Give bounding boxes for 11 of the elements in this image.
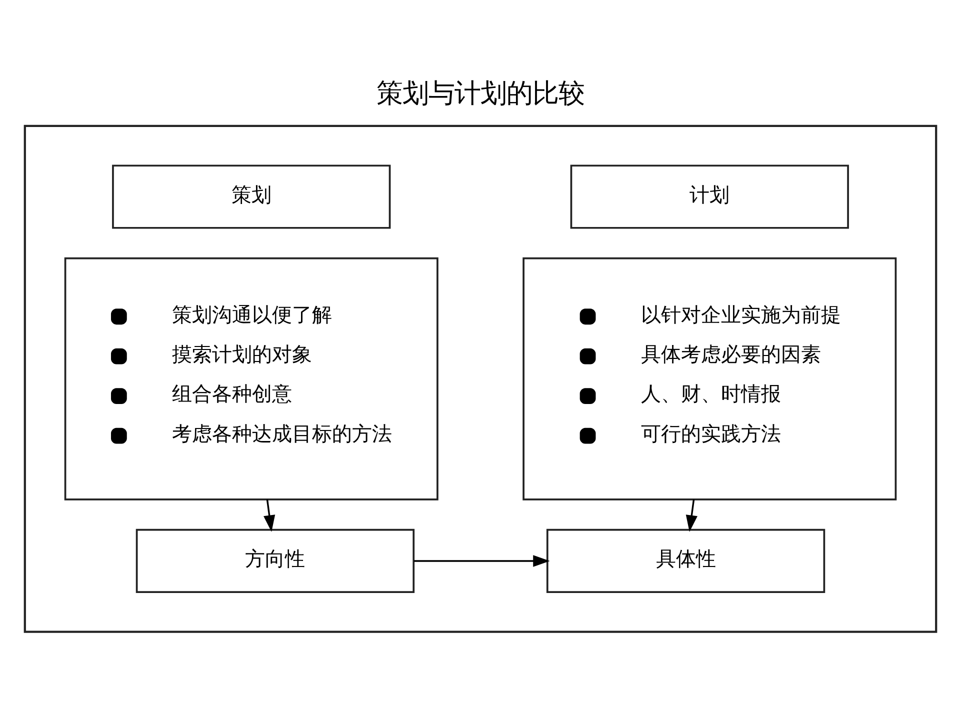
node-box: 策划 — [112, 164, 390, 229]
arrow — [685, 499, 697, 532]
node-box: 方向性 — [135, 528, 414, 594]
diagram-title: 策划与计划的比较 — [376, 78, 584, 110]
node-box: 具体性 — [546, 528, 825, 594]
node-box: 计划 — [570, 164, 848, 229]
arrow — [413, 555, 550, 567]
arrow — [263, 499, 275, 532]
node-box: 以针对企业实施为前提 具体考虑必要的因素 人、财、时情报 可行的实践方法 — [522, 257, 896, 500]
cluster — [23, 124, 937, 633]
node-box: 策划沟通以便了解 摸索计划的对象 组合各种创意 考虑各种达成目标的方法 — [64, 257, 438, 500]
